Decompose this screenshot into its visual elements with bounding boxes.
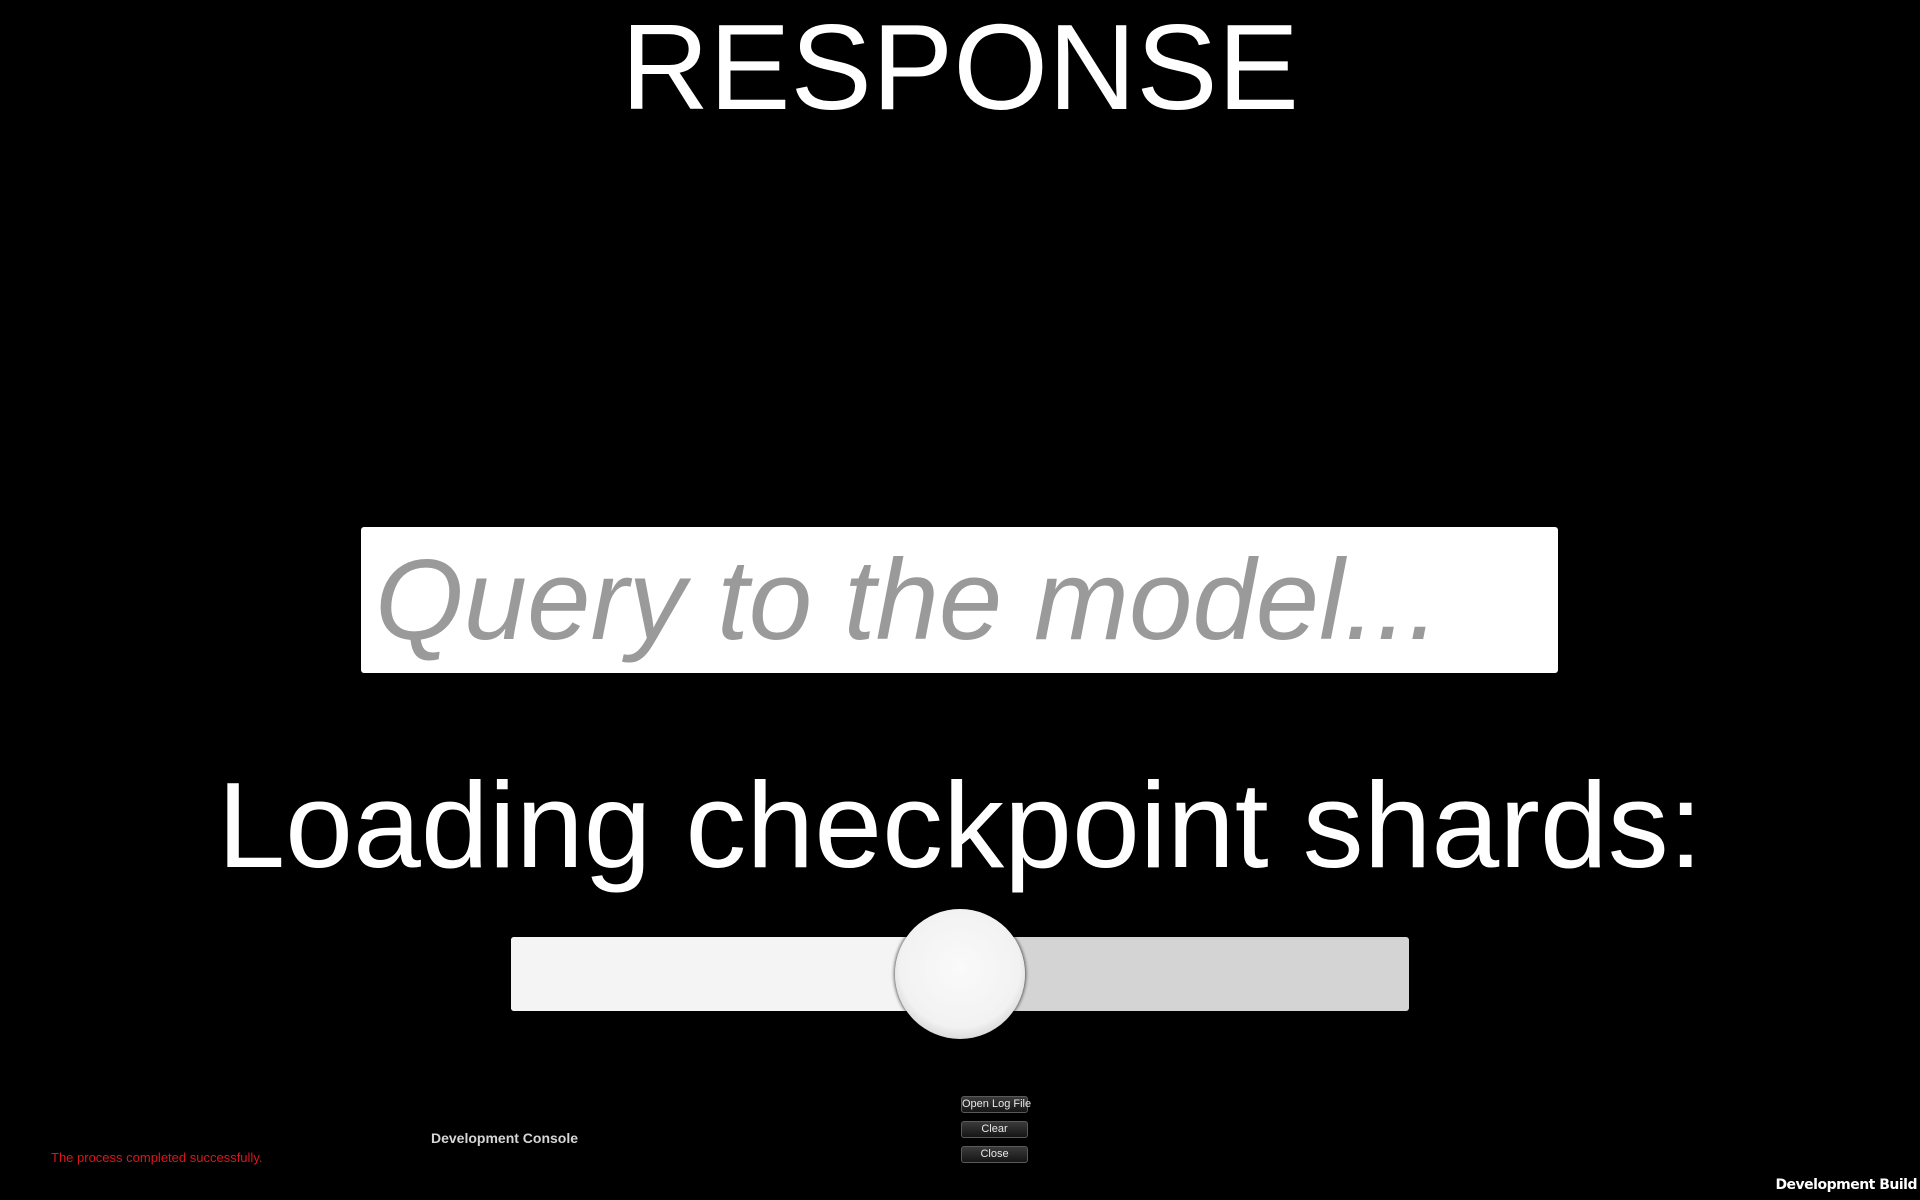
clear-button[interactable]: Clear xyxy=(961,1121,1028,1138)
loading-label: Loading checkpoint shards: xyxy=(217,757,1703,893)
query-input[interactable] xyxy=(375,527,1544,673)
progress-slider[interactable] xyxy=(511,909,1409,1039)
development-console-title: Development Console xyxy=(431,1130,579,1146)
query-field-container[interactable] xyxy=(361,527,1558,673)
progress-slider-handle[interactable] xyxy=(895,909,1025,1039)
open-log-file-button[interactable]: Open Log File xyxy=(961,1096,1031,1113)
response-title: RESPONSE xyxy=(621,0,1299,135)
close-button[interactable]: Close xyxy=(961,1146,1028,1163)
development-build-label: Development Build xyxy=(1775,1177,1917,1193)
progress-slider-fill xyxy=(511,937,960,1011)
status-message: The process completed successfully. xyxy=(51,1150,263,1165)
